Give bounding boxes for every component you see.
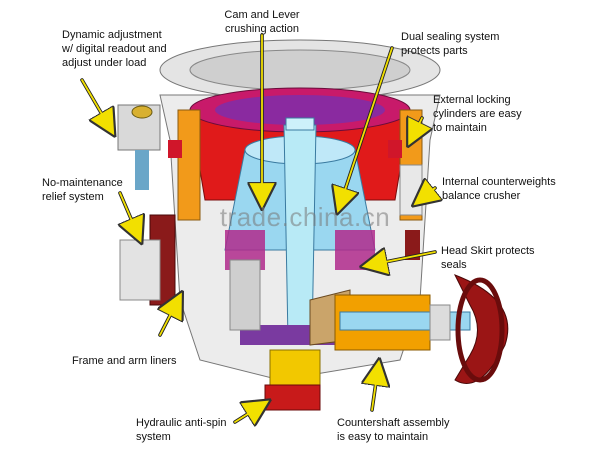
- label-countershaft: Countershaft assembly is easy to maintai…: [337, 417, 450, 443]
- drive-pulley: [453, 274, 509, 384]
- adjustment-motor: [117, 104, 161, 190]
- label-dual-sealing: Dual sealing system protects parts: [401, 31, 500, 57]
- label-internal-counterweights: Internal counterweights balance crusher: [442, 176, 556, 202]
- countershaft-assembly: [334, 294, 471, 351]
- label-hydraulic-anti-spin: Hydraulic anti-spin system: [136, 417, 227, 443]
- eccentric-assembly: [225, 230, 375, 345]
- anti-spin-unit: [264, 349, 321, 411]
- label-head-skirt: Head Skirt protects seals: [441, 245, 535, 271]
- watermark-text: trade.china.cn: [219, 202, 391, 232]
- label-no-maintenance: No-maintenance relief system: [42, 177, 123, 203]
- label-external-locking: External locking cylinders are easy to m…: [433, 94, 522, 134]
- callout-arrows-fill: [81, 34, 436, 423]
- label-cam-lever: Cam and Lever crushing action: [224, 9, 300, 35]
- label-frame-arm-liners: Frame and arm liners: [72, 355, 177, 367]
- label-dynamic-adjustment: Dynamic adjustment w/ digital readout an…: [62, 29, 167, 69]
